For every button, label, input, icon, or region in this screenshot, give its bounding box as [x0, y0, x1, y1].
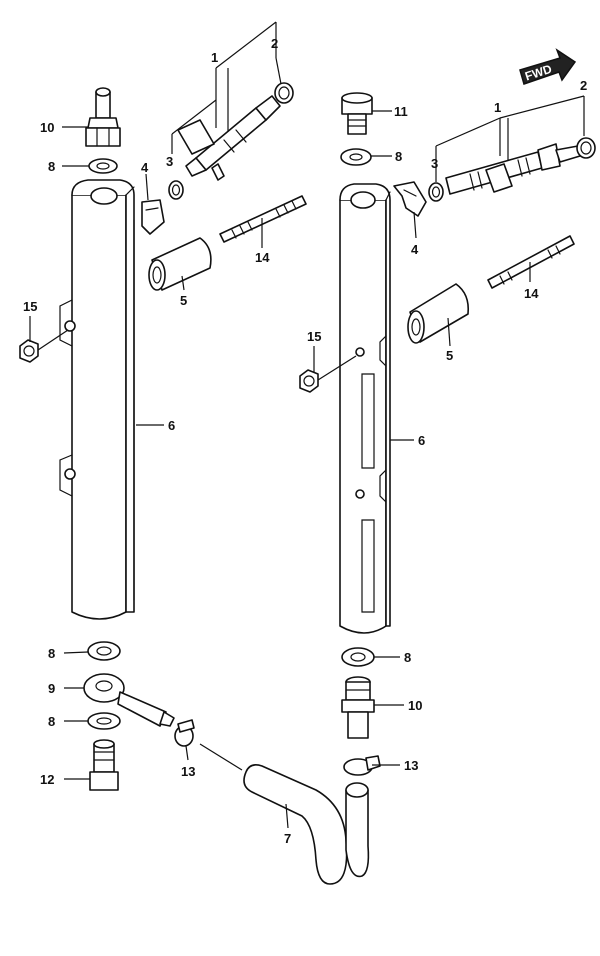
- callout-left-2: 2: [271, 36, 278, 51]
- left-o-ring-lower: [168, 180, 184, 200]
- fuel-hose: [243, 764, 370, 885]
- fwd-label: FWD: [523, 62, 554, 84]
- right-injector-clip: [393, 181, 427, 217]
- left-injector-clip: [141, 199, 165, 235]
- right-top-bolt: [341, 92, 373, 135]
- right-washer-top: [340, 148, 372, 166]
- right-o-ring-lower: [428, 182, 444, 202]
- right-stud-bolt: [487, 235, 575, 289]
- callout-left-15: 15: [23, 299, 37, 314]
- union-bolt: [89, 739, 119, 791]
- callout-left-10: 10: [40, 120, 54, 135]
- callout-right-14: 14: [524, 286, 539, 301]
- left-flange-nut: [19, 339, 39, 363]
- callout-right-1: 1: [494, 100, 501, 115]
- callout-left-8-lower: 8: [48, 714, 55, 729]
- right-o-ring-upper: [576, 137, 596, 159]
- right-spacer-collar: [407, 283, 470, 344]
- left-spacer-collar: [148, 237, 212, 291]
- callout-left-3: 3: [166, 154, 173, 169]
- fwd-direction-badge: FWD: [519, 48, 577, 85]
- left-washer-top: [88, 158, 118, 174]
- callout-left-6: 6: [168, 418, 175, 433]
- leader-lines: [29, 21, 585, 829]
- callout-labels: 1 2 3 4 5 6 7 8 8 8 9 10 12 13 14 15 1 2…: [23, 36, 587, 846]
- callout-right-5: 5: [446, 348, 453, 363]
- callout-right-4: 4: [411, 242, 419, 257]
- callout-right-11: 11: [394, 104, 408, 119]
- callout-left-8-middle: 8: [48, 646, 55, 661]
- callout-left-8-top: 8: [48, 159, 55, 174]
- right-washer-bottom: [341, 647, 375, 667]
- callout-right-10: 10: [408, 698, 422, 713]
- callout-right-3: 3: [431, 156, 438, 171]
- callout-left-14: 14: [255, 250, 270, 265]
- callout-left-7: 7: [284, 831, 291, 846]
- callout-right-8-bottom: 8: [404, 650, 411, 665]
- callout-left-4: 4: [141, 160, 149, 175]
- left-washer-middle: [87, 641, 121, 661]
- callout-left-5: 5: [180, 293, 187, 308]
- left-o-ring-upper: [274, 82, 294, 104]
- callout-left-1: 1: [211, 50, 218, 65]
- right-fuel-injector: [445, 143, 581, 195]
- callout-right-8-top: 8: [395, 149, 402, 164]
- left-hose-clamp: [174, 719, 195, 747]
- callout-left-13: 13: [181, 764, 195, 779]
- callout-left-12: 12: [40, 772, 54, 787]
- right-flange-nut: [299, 369, 319, 393]
- left-fuel-rail: [59, 179, 135, 620]
- callout-right-6: 6: [418, 433, 425, 448]
- callout-right-15: 15: [307, 329, 321, 344]
- callout-left-9: 9: [48, 681, 55, 696]
- right-fuel-rail: [339, 183, 391, 634]
- left-washer-lower: [87, 712, 121, 730]
- left-top-union-bolt: [85, 87, 121, 147]
- right-bottom-union-bolt: [341, 676, 375, 739]
- left-stud-bolt: [219, 195, 307, 243]
- callout-right-13: 13: [404, 758, 418, 773]
- left-fuel-injector: [177, 95, 281, 181]
- right-hose-clamp: [343, 755, 381, 776]
- callout-right-2: 2: [580, 78, 587, 93]
